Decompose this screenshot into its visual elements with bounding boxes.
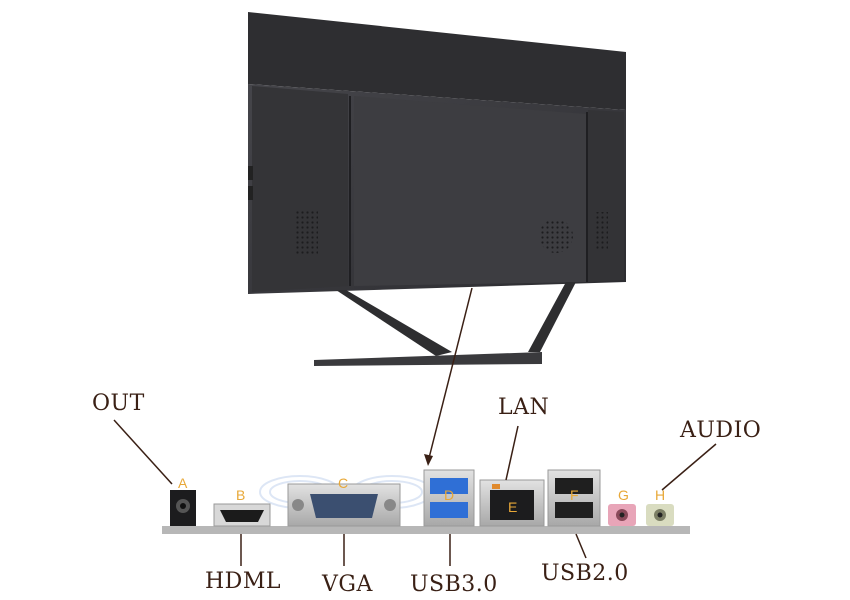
port-letter-g: G (618, 487, 629, 503)
stand (314, 282, 576, 366)
port-h-audio-green (646, 504, 674, 526)
label-usb2: USB2.0 (541, 561, 629, 586)
io-panel: A B C D E F G H (162, 469, 690, 534)
leader-usb3-arrow (424, 454, 433, 466)
monitor-top-edge (248, 12, 626, 110)
port-letter-c: C (338, 475, 348, 491)
label-audio: AUDIO (679, 418, 761, 443)
label-lan: LAN (498, 395, 549, 420)
leader-audio (661, 443, 717, 491)
port-b-hdmi (213, 503, 271, 527)
leader-usb3-to-monitor (427, 287, 473, 463)
port-letter-e: E (508, 499, 517, 515)
stand-arm-right (528, 282, 576, 352)
label-vga: VGA (321, 572, 373, 597)
stand-arm-left (336, 290, 452, 356)
monitor-center-module (354, 96, 586, 286)
port-f-usb2 (547, 469, 601, 527)
side-button-1 (248, 166, 253, 180)
speaker-grille-left (296, 210, 318, 256)
port-letter-h: H (655, 487, 665, 503)
port-letter-b: B (236, 487, 245, 503)
leader-lan (505, 425, 519, 481)
port-letter-a: A (178, 475, 188, 491)
leader-lines (113, 287, 717, 566)
speaker-grille-right (594, 212, 608, 250)
port-g-audio-pink (608, 504, 636, 526)
leader-out (113, 419, 173, 485)
leader-usb2 (575, 533, 587, 559)
speaker-grille-center (539, 219, 573, 253)
label-usb3: USB3.0 (410, 572, 498, 597)
port-a-dc-out (170, 490, 196, 526)
side-button-2 (248, 186, 253, 200)
monitor-right-panel (588, 110, 624, 282)
port-letter-d: D (444, 487, 454, 503)
label-hdmi: HDML (205, 569, 281, 594)
monitor-left-panel (252, 86, 348, 292)
port-d-usb3 (423, 469, 475, 527)
io-panel-strip (162, 526, 690, 534)
port-letter-f: F (570, 487, 579, 503)
port-c-vga (287, 483, 401, 527)
port-e-lan (479, 479, 545, 527)
monitor (248, 12, 626, 294)
stand-base (314, 352, 542, 366)
label-out: OUT (92, 391, 145, 416)
